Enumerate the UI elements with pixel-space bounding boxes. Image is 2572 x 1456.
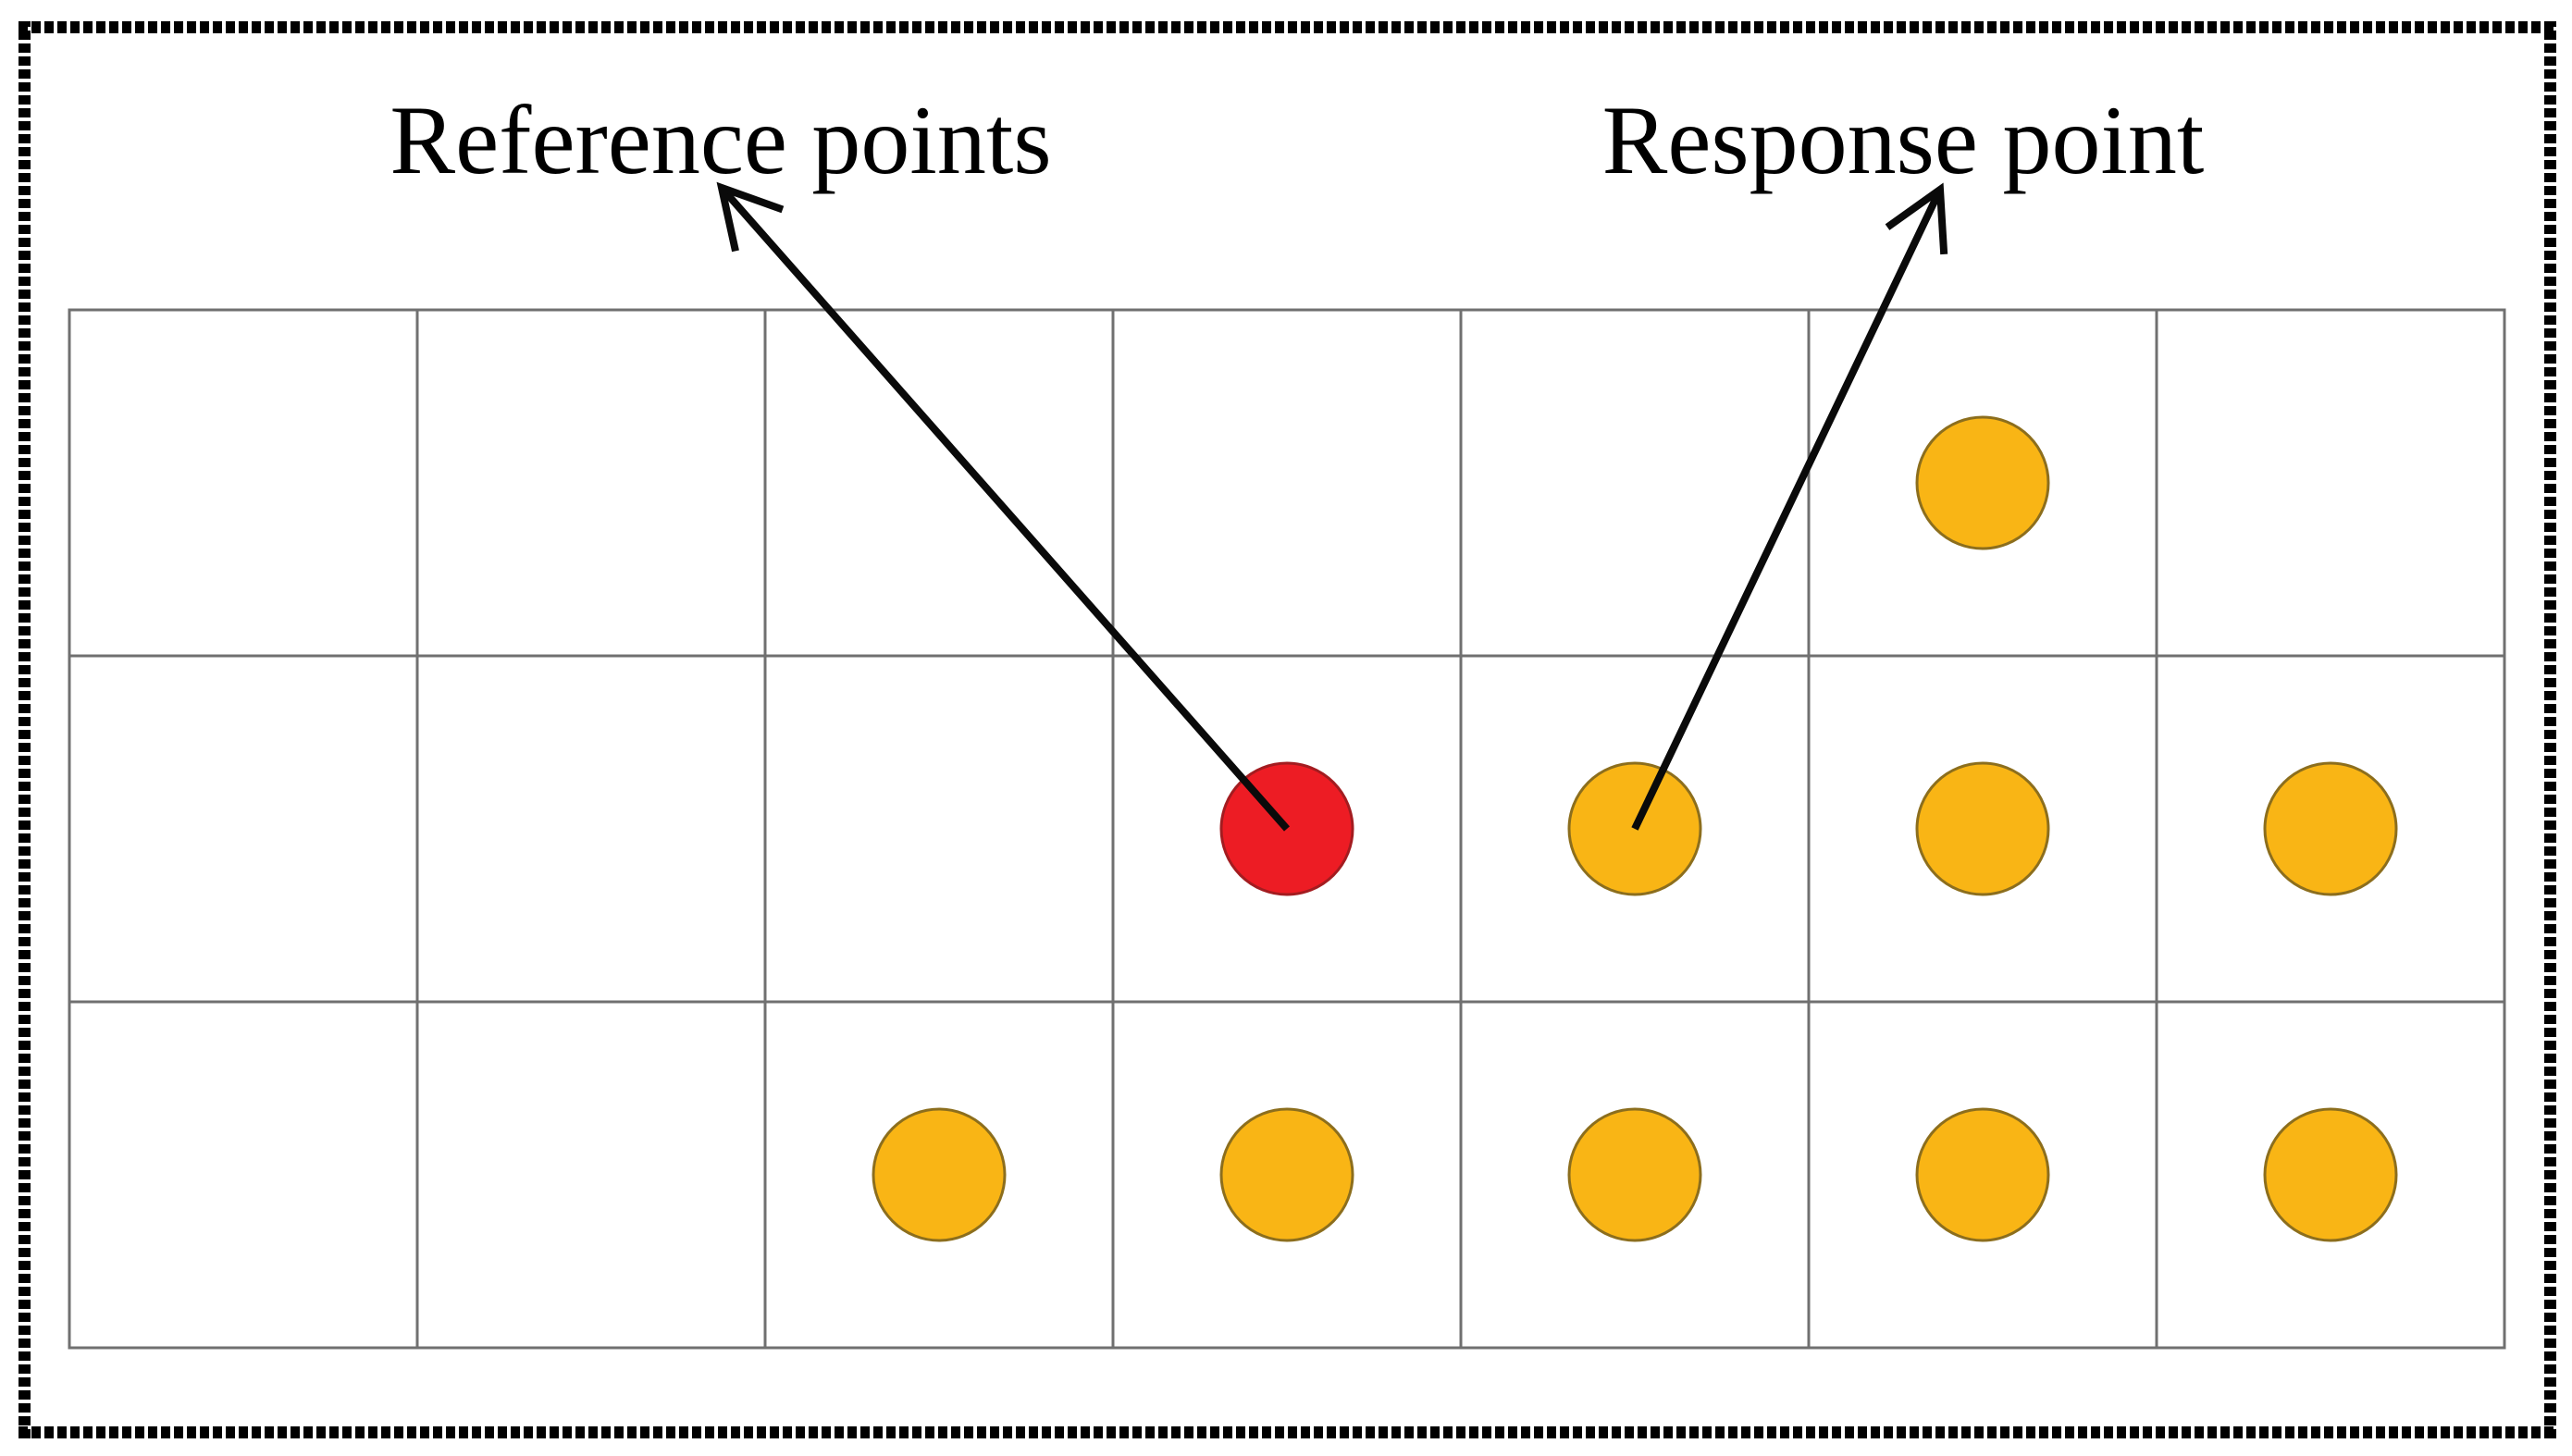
response-label-arrow-head — [1885, 182, 1948, 255]
points — [872, 415, 2398, 1242]
dotted-border-left — [19, 21, 31, 1438]
reference-point — [1219, 1107, 1354, 1242]
grid — [68, 308, 2506, 1350]
dotted-border-top — [19, 21, 2556, 33]
reference-point — [2263, 761, 2398, 896]
reference-point — [872, 1107, 1007, 1242]
label-response-point: Response point — [1601, 86, 2205, 194]
reference-point — [1915, 415, 2050, 550]
reference-point — [2263, 1107, 2398, 1242]
grid-outline — [68, 308, 2506, 1350]
reference-point — [1567, 1107, 1702, 1242]
reference-label-arrow-head — [716, 181, 785, 253]
response-label-arrow-shaft — [1631, 188, 1944, 831]
reference-point — [1915, 761, 2050, 896]
dotted-border-bottom — [19, 1426, 2556, 1438]
reference-point — [1915, 1107, 2050, 1242]
dotted-border-right — [2544, 21, 2556, 1438]
arrows — [716, 181, 1948, 832]
label-reference-points: Reference points — [390, 86, 1052, 194]
reference-label-arrow-shaft — [718, 185, 1291, 832]
